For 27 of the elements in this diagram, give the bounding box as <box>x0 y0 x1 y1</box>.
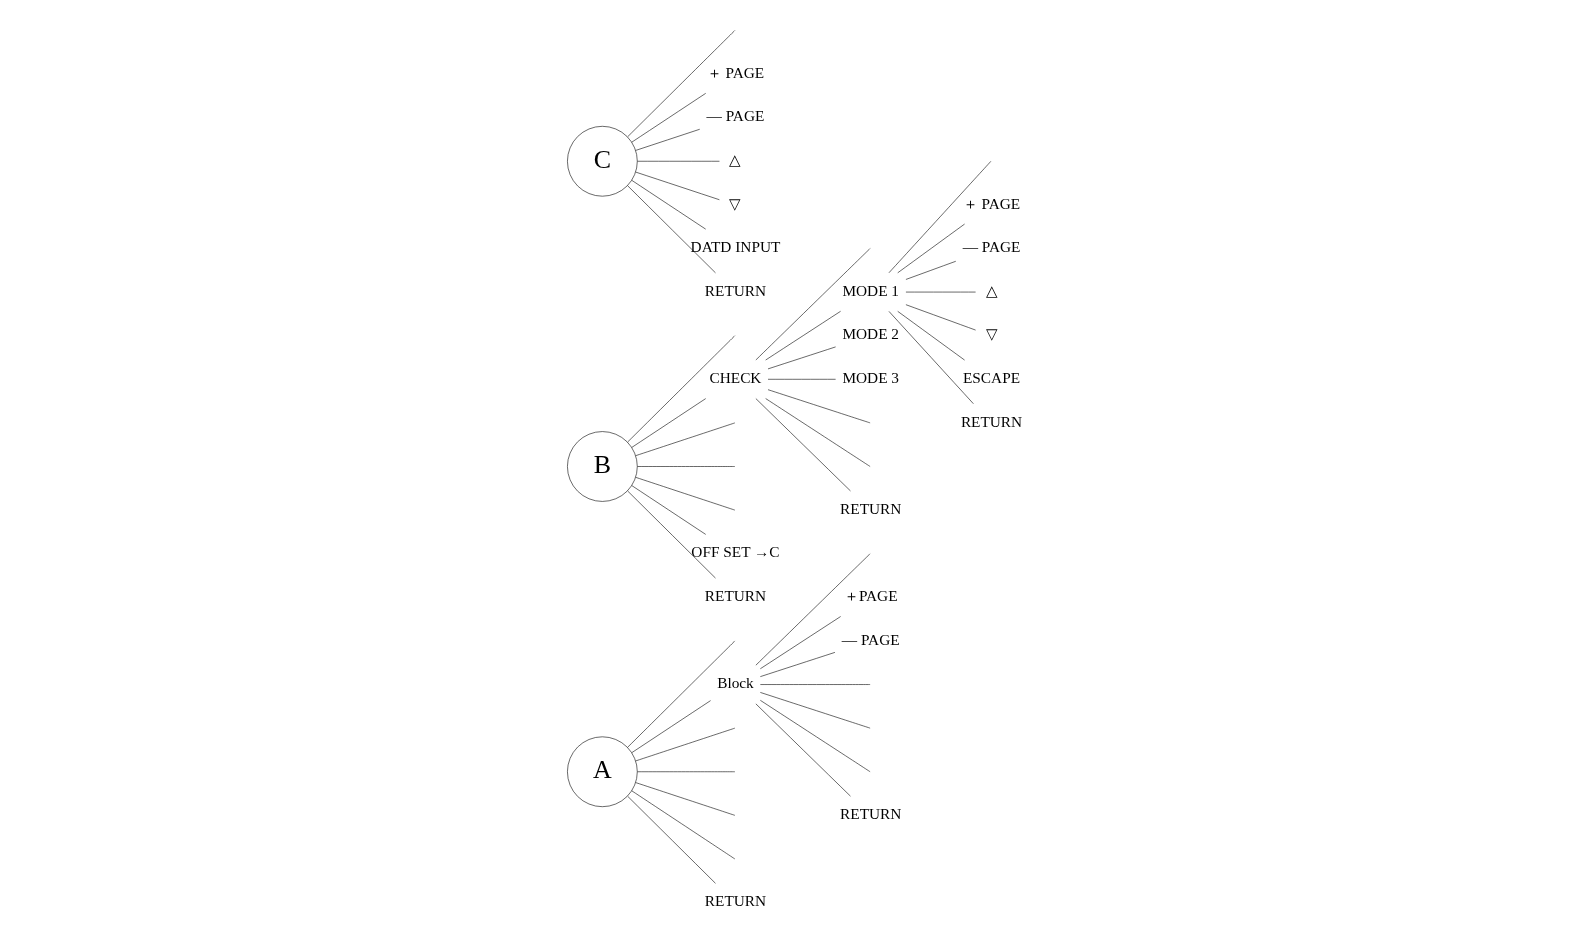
node-circle: B <box>567 431 638 502</box>
node-text: △ <box>985 281 998 299</box>
node-text: RETURN <box>840 499 902 517</box>
node-text: RETURN <box>704 587 767 605</box>
node-text: ESCAPE <box>963 369 1021 386</box>
node-text: RETURN <box>704 892 767 910</box>
node-circle: C <box>567 126 638 197</box>
node-text: DATD INPUT <box>690 238 781 256</box>
node-text: ＋PAGE <box>843 587 898 605</box>
node-text: ＋ PAGE <box>962 194 1021 212</box>
node-text: △ <box>729 150 742 168</box>
node-text: RETURN <box>840 805 902 823</box>
node-text: MODE 3 <box>842 369 899 386</box>
node-text: MODE 1 <box>842 281 899 299</box>
node-text: OFF SET →C <box>691 543 780 561</box>
node-circle: A <box>567 736 638 807</box>
node-text: RETURN <box>704 281 767 299</box>
node-text: RETURN <box>960 412 1023 430</box>
node-text: ＋ PAGE <box>706 63 765 81</box>
node-text: — PAGE <box>962 238 1021 256</box>
node-text: ▽ <box>729 194 742 212</box>
node-text: MODE 2 <box>842 325 899 343</box>
node-text: Block <box>717 674 754 692</box>
node-text: — PAGE <box>706 107 765 125</box>
node-text: CHECK <box>709 369 762 386</box>
node-text: ▽ <box>985 325 998 343</box>
node-text: — PAGE <box>841 630 900 648</box>
